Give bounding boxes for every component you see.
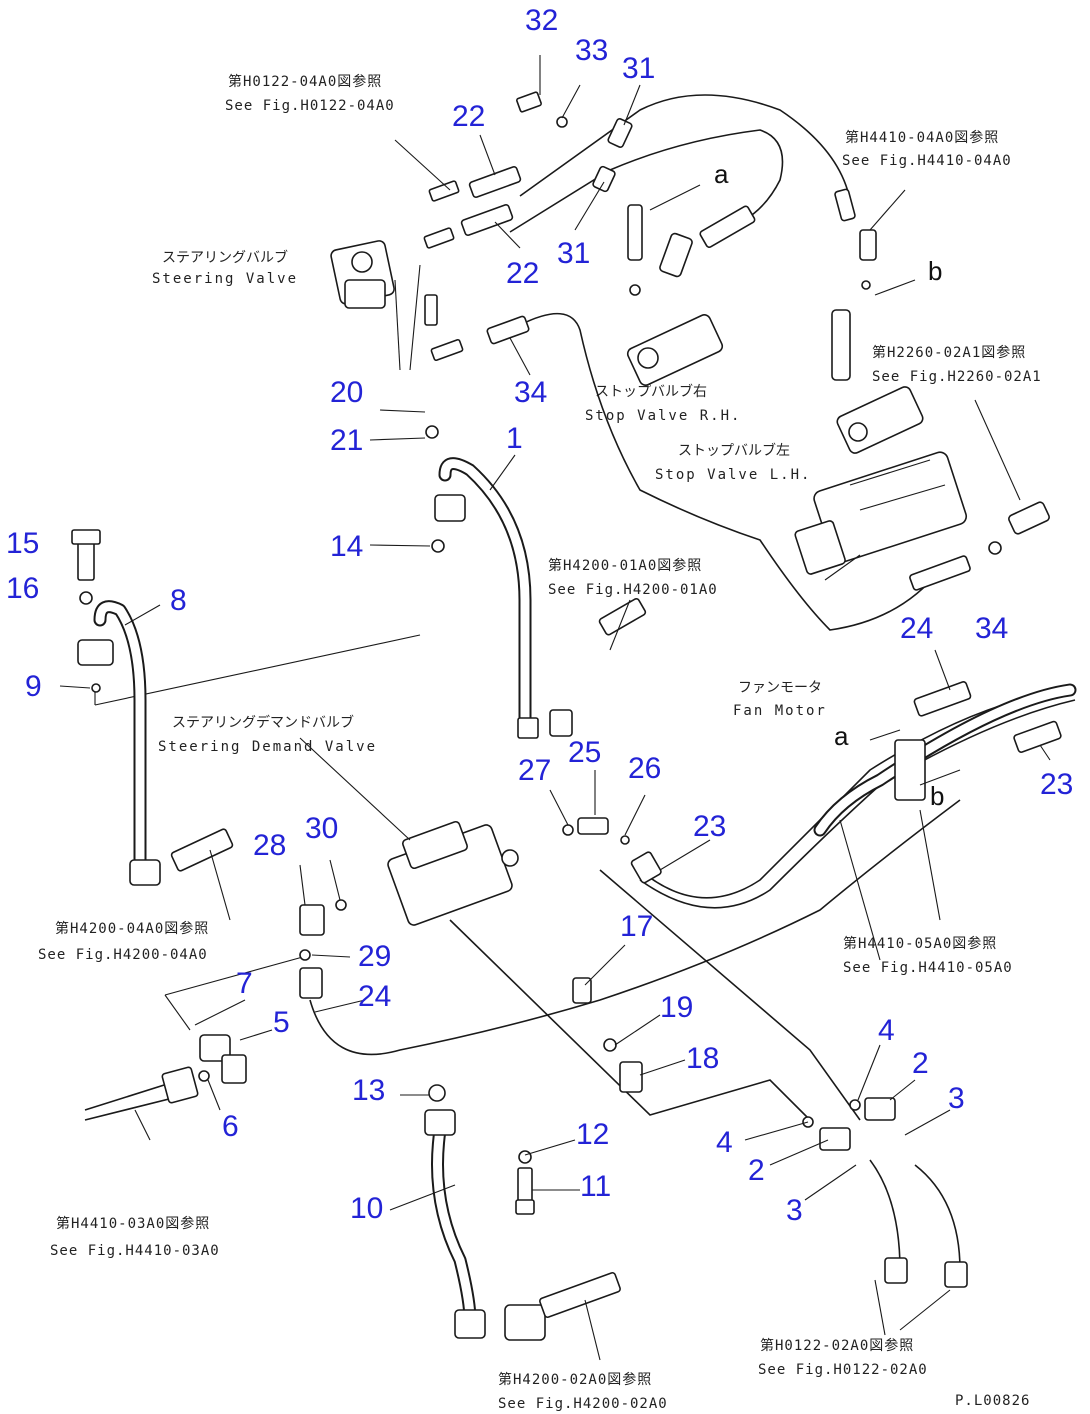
- steering-valve: [330, 240, 395, 309]
- part-number: 14: [330, 530, 363, 563]
- fan-motor-label-jp: ファンモータ: [738, 680, 822, 696]
- part-number: 22: [506, 257, 539, 290]
- ref-h0122-04a0-jp: 第H0122-04A0図参照: [228, 73, 382, 90]
- ref-h4410-04a0-jp: 第H4410-04A0図参照: [845, 129, 999, 146]
- leader-lines: [59, 55, 1051, 1361]
- part-number: 30: [305, 812, 338, 845]
- part-number: 5: [273, 1006, 290, 1039]
- part-number: 28: [253, 829, 286, 862]
- fan-motor: [794, 451, 968, 575]
- drawing-code: P.L00826: [955, 1393, 1030, 1409]
- part-number: 6: [222, 1110, 239, 1143]
- ref-h4410-04a0-en: See Fig.H4410-04A0: [842, 153, 1012, 169]
- stop-valve-lh: [836, 386, 924, 454]
- ref-h4200-04a0-jp: 第H4200-04A0図参照: [55, 920, 209, 937]
- ref-h4200-04a0-en: See Fig.H4200-04A0: [38, 947, 208, 963]
- connection-letter-b-top: b: [928, 256, 942, 286]
- part-number: 4: [878, 1014, 895, 1047]
- ref-h2260-02a1-en: See Fig.H2260-02A1: [872, 369, 1042, 385]
- part-number: 3: [948, 1082, 965, 1115]
- connection-letter-a-bottom: a: [834, 721, 849, 751]
- part-number: 13: [352, 1074, 385, 1107]
- component-labels: ステアリングバルブ Steering Valve ストップバルブ右 Stop V…: [152, 249, 827, 755]
- demand-valve-label-en: Steering Demand Valve: [158, 739, 377, 755]
- ref-h4200-01a0-jp: 第H4200-01A0図参照: [548, 557, 702, 574]
- part-number: 33: [575, 34, 608, 67]
- part-number: 23: [1040, 768, 1073, 801]
- part-number: 25: [568, 736, 601, 769]
- stop-valve-rh-label-jp: ストップバルブ右: [595, 383, 707, 400]
- part-number: 12: [576, 1118, 609, 1151]
- part-number: 24: [900, 612, 933, 645]
- part-number: 11: [580, 1170, 611, 1203]
- steering-demand-valve: [387, 820, 519, 926]
- part-number: 22: [452, 100, 485, 133]
- part-number: 34: [514, 376, 547, 409]
- stop-valve-rh-label-en: Stop Valve R.H.: [585, 408, 741, 424]
- part-number: 31: [557, 237, 590, 270]
- fan-motor-label-en: Fan Motor: [733, 703, 827, 719]
- demand-valve-label-jp: ステアリングデマンドバルブ: [172, 714, 354, 731]
- part-number: 3: [786, 1194, 803, 1227]
- steering-valve-label-jp: ステアリングバルブ: [162, 249, 288, 266]
- part-number: 17: [620, 910, 653, 943]
- part-number: 10: [350, 1192, 383, 1225]
- part-number: 21: [330, 424, 363, 457]
- part-number: 15: [6, 527, 39, 560]
- part-number: 4: [716, 1126, 733, 1159]
- ref-h4200-02a0-jp: 第H4200-02A0図参照: [498, 1371, 652, 1388]
- connection-letters: a b a b: [714, 159, 944, 811]
- part-number: 26: [628, 752, 661, 785]
- part-number-callouts: 32 33 31 22 31 22 20 21 34 1 14 15 16 8 …: [6, 4, 1073, 1227]
- part-number: 1: [506, 422, 523, 455]
- steering-valve-label-en: Steering Valve: [152, 271, 298, 287]
- part-number: 24: [358, 980, 391, 1013]
- connection-letter-a-top: a: [714, 159, 729, 189]
- fittings: [71, 91, 1062, 1341]
- part-number: 23: [693, 810, 726, 843]
- ref-h2260-02a1-jp: 第H2260-02A1図参照: [872, 344, 1026, 361]
- part-number: 31: [622, 52, 655, 85]
- figure-references: 第H0122-04A0図参照 See Fig.H0122-04A0 第H4410…: [38, 73, 1042, 1412]
- part-number: 18: [686, 1042, 719, 1075]
- ref-h4200-01a0-en: See Fig.H4200-01A0: [548, 582, 718, 598]
- part-number: 16: [6, 572, 39, 605]
- ref-h4410-05a0-jp: 第H4410-05A0図参照: [843, 935, 997, 952]
- part-number: 20: [330, 376, 363, 409]
- part-number: 27: [518, 754, 551, 787]
- ref-h4200-02a0-en: See Fig.H4200-02A0: [498, 1396, 668, 1412]
- ref-h0122-02a0-jp: 第H0122-02A0図参照: [760, 1337, 914, 1354]
- part-number: 2: [912, 1047, 929, 1080]
- part-number: 7: [236, 967, 253, 1000]
- part-number: 8: [170, 584, 187, 617]
- ref-h4410-03a0-en: See Fig.H4410-03A0: [50, 1243, 220, 1259]
- stop-valve-lh-label-jp: ストップバルブ左: [678, 442, 790, 459]
- part-number: 9: [25, 670, 42, 703]
- ref-h4410-03a0-jp: 第H4410-03A0図参照: [56, 1215, 210, 1232]
- ref-h0122-02a0-en: See Fig.H0122-02A0: [758, 1362, 928, 1378]
- stop-valve-lh-label-en: Stop Valve L.H.: [655, 467, 811, 483]
- part-number: 2: [748, 1154, 765, 1187]
- part-number: 32: [525, 4, 558, 37]
- part-number: 19: [660, 991, 693, 1024]
- stop-valve-rh: [626, 314, 724, 386]
- part-number: 29: [358, 940, 391, 973]
- ref-h4410-05a0-en: See Fig.H4410-05A0: [843, 960, 1013, 976]
- part-number: 34: [975, 612, 1008, 645]
- connection-letter-b-bottom: b: [930, 781, 944, 811]
- ref-h0122-04a0-en: See Fig.H0122-04A0: [225, 98, 395, 114]
